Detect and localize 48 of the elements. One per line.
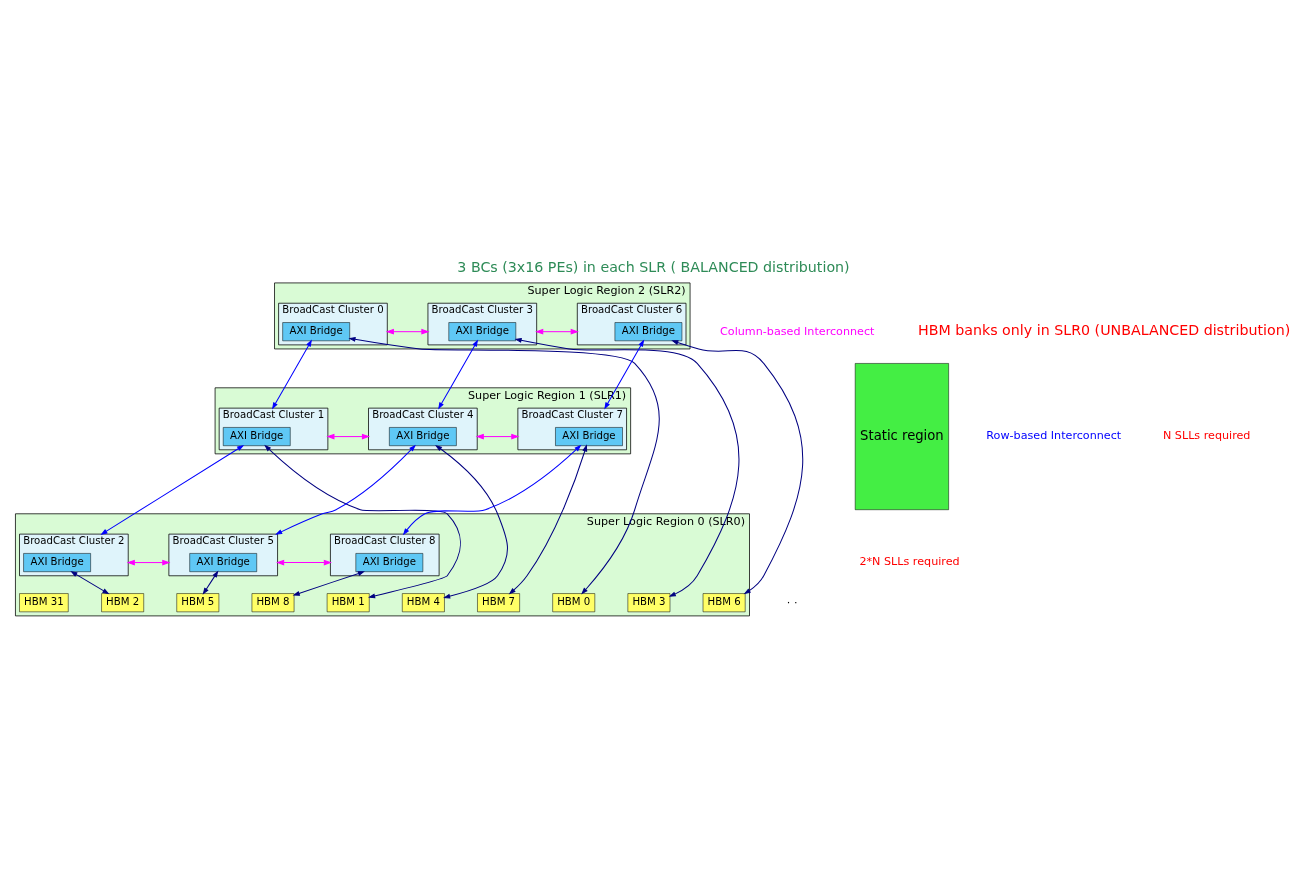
node-box: AXI Bridge [448,322,516,342]
label: Row-based Interconnect [985,429,1121,443]
node-box: AXI Bridge [614,322,682,342]
caption: HBM banks only in SLR0 (UNBALANCED distribution) [917,322,1290,339]
node-box: HBM 31 [18,593,69,613]
node-box: AXI Bridge [388,427,457,446]
node-box: HBM 8 [251,593,294,613]
node-box: HBM 3 [627,593,670,613]
arrow [202,570,218,595]
arrow [292,571,365,596]
node-box: AXI Bridge [188,553,257,572]
label: Column-based Interconnect [719,324,874,338]
arrow [402,444,581,536]
node-box: HBM 4 [401,593,445,613]
node-box: AXI Bridge [554,427,623,446]
arrow [275,559,332,566]
arrow [385,328,429,335]
arrow [263,444,461,599]
arrow [274,444,416,535]
node-box: HBM 2 [100,593,144,613]
node-box: AXI Bridge [281,322,350,342]
node-box: HBM 7 [476,593,520,613]
label: 2*N SLLs required [858,555,960,569]
arrow [437,339,478,410]
node-box: HBM 5 [176,593,219,613]
node-box: HBM 1 [326,593,370,613]
arrow [508,444,587,595]
diagram-title: 3 BCs (3x16 PEs) in each SLR ( BALANCED distribution) [456,259,850,276]
arrow [603,339,644,410]
arrow [126,559,170,566]
node-box: HBM 6 [702,593,745,613]
node-box: AXI Bridge [22,553,91,572]
node-box: AXI Bridge [222,427,291,446]
node-box: AXI Bridge [355,553,423,572]
arrow [534,328,579,335]
label: N SLLs required [1162,429,1250,443]
arrow [514,337,739,597]
arrow [325,433,370,440]
arrow [69,570,109,595]
node-box: HBM 0 [551,593,595,613]
arrow [670,340,803,595]
node-box: Static region [854,363,949,510]
arrow [475,433,519,440]
label: · · [786,595,798,609]
arrow [271,339,312,410]
arrow [347,336,660,595]
arrow [99,444,244,535]
arrow [434,444,508,599]
